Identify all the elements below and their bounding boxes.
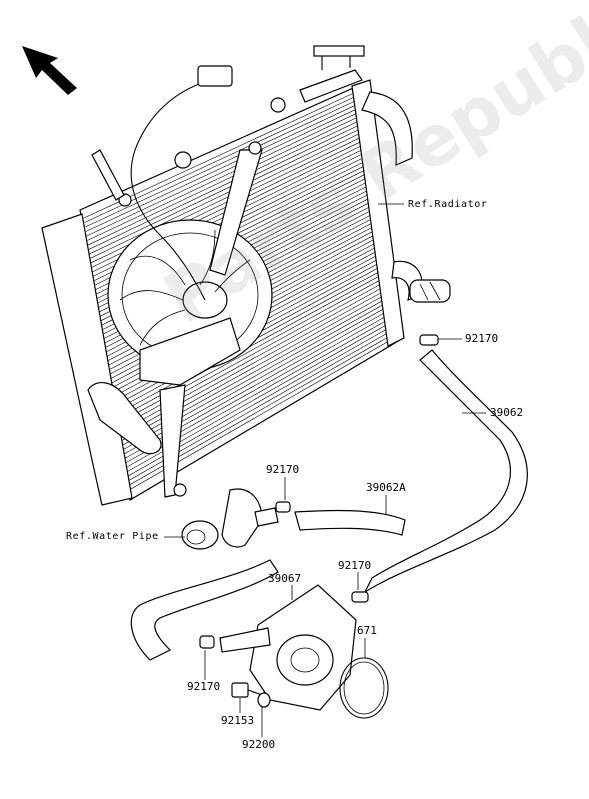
radiator-fin <box>87 115 361 246</box>
ref-water-pipe-label: Ref.Water Pipe <box>66 531 159 542</box>
radiator-fin <box>86 107 359 237</box>
hose-39062A <box>130 509 406 661</box>
part-label-39062A: 39062A <box>366 481 406 494</box>
part-label-92153: 92153 <box>221 714 255 727</box>
part-label-92170-d: 92170 <box>187 680 221 693</box>
front-arrow-icon <box>22 46 77 95</box>
clamp-icons <box>199 334 439 649</box>
hose-39062 <box>363 349 528 594</box>
radiator-fin <box>87 111 360 241</box>
part-label-92170-b: 92170 <box>266 463 300 476</box>
radiator-fin <box>85 103 359 232</box>
radiator-fin <box>85 99 358 228</box>
water-pipe <box>181 488 279 550</box>
fan-assembly <box>87 65 286 498</box>
radiator-fin <box>89 127 363 259</box>
part-label-92170-c: 92170 <box>338 559 372 572</box>
radiator-fin <box>89 123 362 255</box>
part-label-39062: 39062 <box>490 406 524 419</box>
ref-radiator-label: Ref.Radiator <box>408 199 488 210</box>
part-label-671: 671 <box>357 624 377 637</box>
oil-cooler <box>219 584 389 719</box>
leader-lines <box>164 203 486 737</box>
part-label-92200: 92200 <box>242 738 276 751</box>
part-label-92170-a: 92170 <box>465 332 499 345</box>
radiator-fin <box>114 276 387 426</box>
radiator-fin <box>88 119 361 250</box>
bolt-and-washer <box>231 682 271 708</box>
part-label-39067: 39067 <box>268 572 302 585</box>
